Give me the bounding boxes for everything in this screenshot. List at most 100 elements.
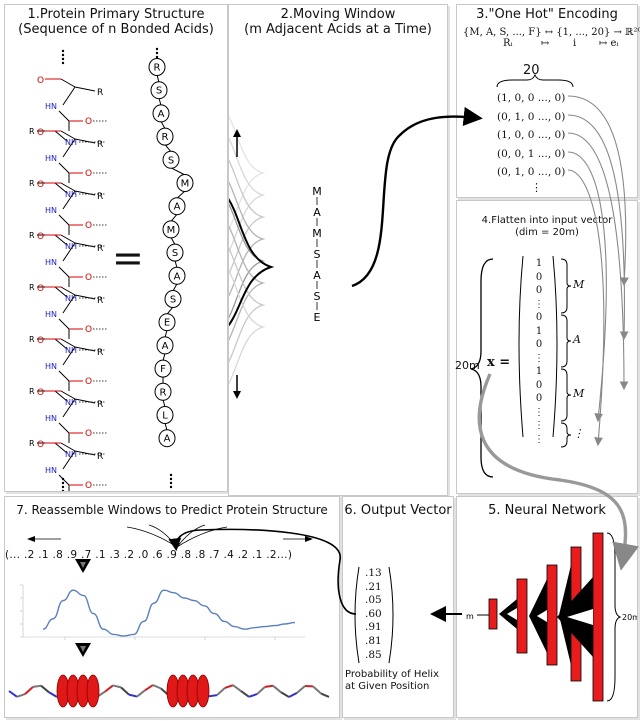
chain-link [170,213,178,222]
oxygen-atom: O [85,273,92,283]
structure-bond [312,685,322,695]
chain-link [160,121,166,129]
r-group: R [97,296,103,306]
down-arrow-head [233,391,241,399]
window-letter: S [314,290,321,303]
nitrogen-atom: HN [45,206,57,215]
window-letter: S [314,248,321,261]
acid-letter: M [167,225,176,236]
faded-window-bracket [229,115,266,231]
flow-down-arrow-inner [80,646,86,652]
output-dim-text: m [466,612,474,621]
alpha-helix-turn [86,674,100,708]
backbone-bond [62,190,76,210]
network-layer [546,564,558,666]
structure-bond [16,693,26,698]
output-value: .85 [365,648,382,661]
acid-bead [168,266,186,285]
backbone-bond [60,234,76,244]
segment-label: M [573,278,585,291]
window-letter: A [313,269,321,282]
acid-letter: R [162,132,169,143]
nitrogen-atom: HN [45,102,57,111]
network-layers [477,532,604,702]
chain-dot [155,47,159,51]
r-group: R [97,244,103,254]
window-merge-line [176,524,206,548]
network-layer [516,578,528,654]
structure-bond [40,684,50,694]
backbone-bond [62,346,76,366]
backbone-bond [60,390,76,400]
acid-bead [156,406,174,424]
flatten-entry: ⋮ [534,433,544,445]
acid-bead [150,81,168,100]
acid-bead [156,336,174,355]
flatten-entry: ⋮ [534,352,544,364]
acid-letter: R [154,63,161,74]
side-chain-bond [74,190,96,196]
acid-bead [158,313,176,332]
structure-bond [112,684,122,689]
layer-connection-highlight [537,610,547,622]
output-values: .13.21.05.60.91.81.85 [365,567,382,662]
layer-connection-highlight [507,608,517,620]
flatten-entry: 0 [535,285,543,296]
panel1-title: 1.Protein Primary Structure (Sequence of… [18,7,214,37]
flow-down-arrow-inner [80,562,86,568]
acid-bead [176,174,194,192]
chain-link [156,74,160,83]
output-value: .60 [365,607,382,620]
side-chain-bond [74,346,96,352]
structure-bond [224,684,234,689]
acid-letter: S [170,295,176,306]
panel7-title: 7. Reassemble Windows to Predict Protein… [16,503,328,517]
output-parens [354,566,394,664]
reassemble-drawing [8,524,330,708]
acid-bead [162,150,180,169]
structure-bond [232,684,242,692]
backbone-bond [60,78,76,88]
backbone-bond [60,130,76,140]
structure-bond [104,684,114,693]
backbone-bond [62,398,76,418]
chain-link [164,422,168,431]
structure-bond [264,684,274,688]
backbone-bond [54,286,68,298]
chain-link [162,353,166,361]
window-letter: M [312,227,322,240]
backbone-bond [62,138,76,158]
r-group: R [29,179,35,188]
backbone-bond [58,422,70,434]
segment-label: M [573,387,585,400]
nitrogen-atom: NH [65,190,77,199]
flatten-entry: 0 [535,393,543,404]
backbone-bond [58,318,70,330]
input-dim-text: 20m [622,613,637,622]
backbone-dot [61,61,65,65]
structure-bond [288,692,298,698]
nitrogen-atom: HN [45,362,57,371]
acid-bead [164,290,182,308]
backbone-bond [54,234,68,246]
flatten-entry: 0 [535,379,543,391]
oxygen-atom: O [37,232,44,242]
chain-dot [169,485,173,489]
oxygen-atom: O [85,169,92,179]
big-left-brace [470,258,494,478]
chain-link [164,330,168,338]
side-chain-bond [74,138,96,144]
alpha-helix-turn [196,674,210,708]
acid-bead [162,220,180,239]
backbone-dot [61,485,65,489]
acid-letter: A [162,341,169,352]
backbone-bond [54,442,68,454]
acid-letter: A [174,271,181,282]
panel-neural-network: 5. Neural Network 20m m [456,496,638,718]
r-group: R [97,192,103,202]
vectors-ellipsis: ⋮ [531,181,542,194]
structure-bond [320,692,330,698]
